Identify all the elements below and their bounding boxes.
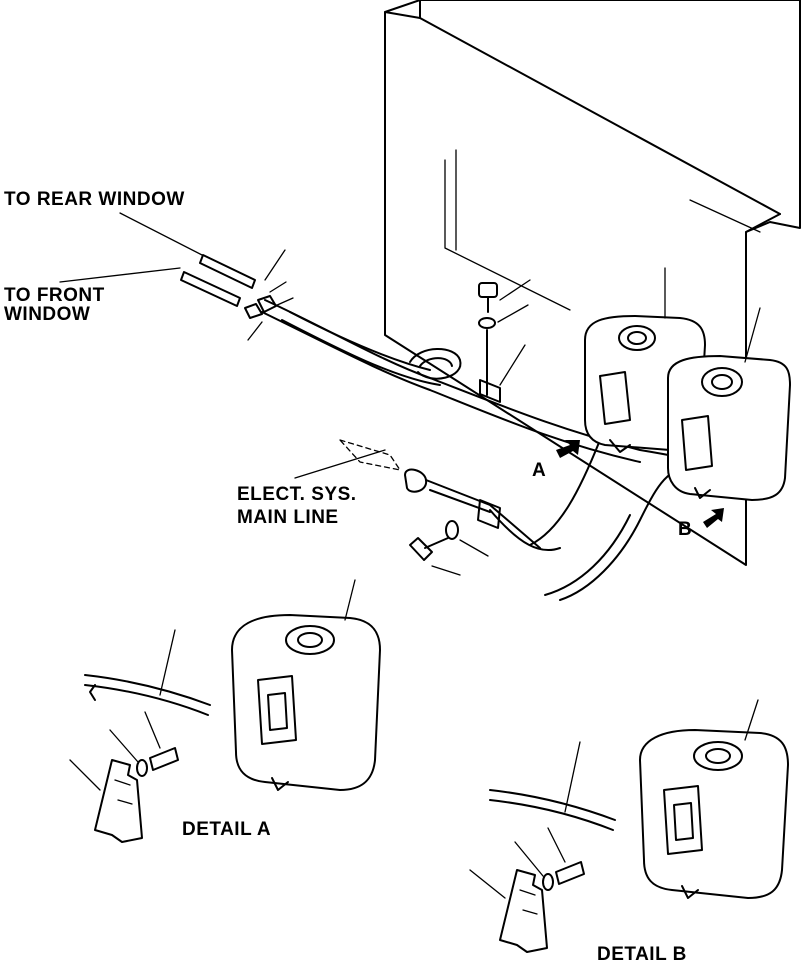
leader-lines [59,212,286,283]
electrical-connector [294,439,601,552]
label-ref-b: B [678,519,692,540]
label-ref-a: A [532,460,546,481]
ref-arrow-a-icon [556,440,580,458]
label-elect-sys-line1: ELECT. SYS. [237,484,357,505]
label-elect-sys-line2: MAIN LINE [237,507,339,528]
label-to-front-window-line2: WINDOW [4,304,90,325]
label-to-rear-window: TO REAR WINDOW [4,189,185,210]
washer-tank-b [667,307,791,501]
hose-ends [180,254,294,341]
detail-a-group [69,579,381,843]
label-to-front-window-line1: TO FRONT [4,285,105,306]
mounting-bolt [409,520,489,576]
label-detail-b: DETAIL B [597,944,687,961]
clamp-hardware [478,279,531,403]
label-detail-a: DETAIL A [182,819,271,840]
ref-arrow-b-icon [703,508,724,528]
detail-b-group [469,699,789,953]
